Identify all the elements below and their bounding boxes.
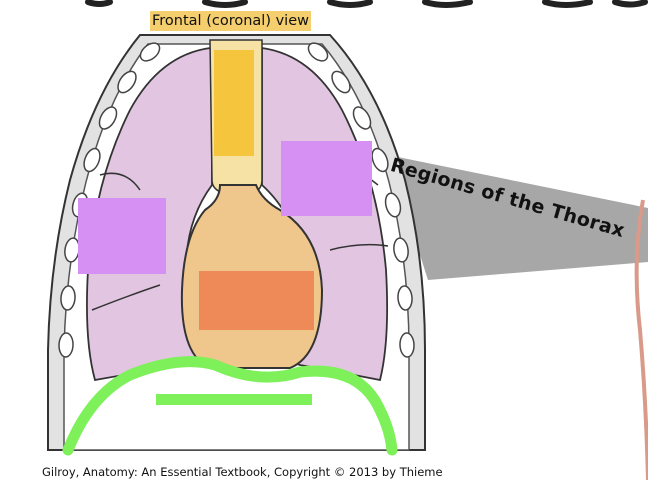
diaphragm-line bbox=[62, 356, 398, 456]
label-box-right-lung bbox=[281, 141, 372, 216]
zoom-wedge bbox=[388, 155, 648, 280]
view-label: Frontal (coronal) view bbox=[150, 11, 311, 31]
label-box-heart bbox=[199, 271, 314, 330]
label-box-diaphragm bbox=[156, 394, 312, 405]
copyright-credit: Gilroy, Anatomy: An Essential Textbook, … bbox=[42, 465, 443, 479]
cropped-top-arcs bbox=[85, 0, 648, 8]
label-box-trachea bbox=[214, 50, 254, 156]
rib-sections bbox=[58, 42, 415, 358]
label-box-left-lung bbox=[78, 198, 166, 274]
cropped-body-edge bbox=[634, 199, 648, 481]
